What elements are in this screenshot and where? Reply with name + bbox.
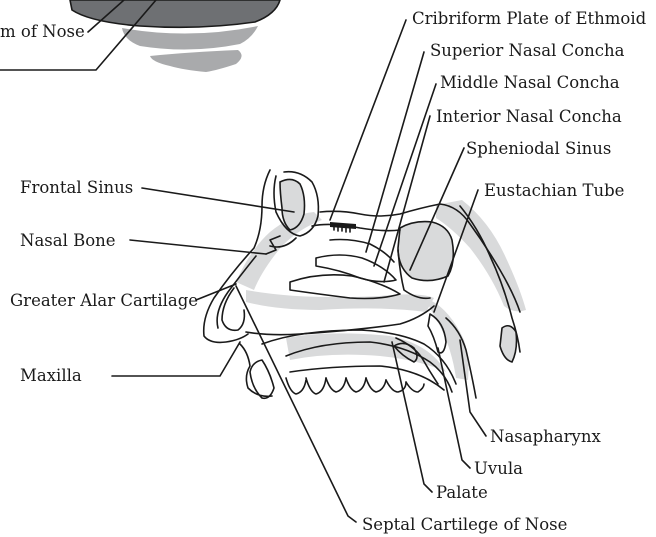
label-septal-cartilage: Septal Cartilege of Nose — [362, 515, 567, 534]
label-maxilla: Maxilla — [20, 366, 82, 385]
inset-dark-shape — [70, 0, 280, 27]
label-palate: Palate — [436, 483, 488, 502]
labels: m of Nose Cribriform Plate of Ethmoid Su… — [0, 9, 647, 534]
label-superior-concha: Superior Nasal Concha — [430, 41, 625, 60]
tongue-top — [290, 366, 444, 390]
label-sphenoidal-sinus: Spheniodal Sinus — [466, 139, 611, 158]
leader-septal — [236, 286, 356, 522]
sphenoidal-sinus — [398, 222, 453, 281]
leader-cribriform — [330, 20, 406, 220]
head-section — [204, 170, 526, 398]
small-cavity — [500, 326, 517, 362]
leader-alar — [196, 284, 236, 300]
label-frontal-sinus: Frontal Sinus — [20, 178, 133, 197]
label-nasopharynx: Nasapharynx — [490, 427, 601, 446]
shade-nasal-floor — [246, 290, 434, 312]
leader-nasal-bone — [130, 240, 266, 254]
label-cribriform-plate: Cribriform Plate of Ethmoid — [412, 9, 647, 28]
inset-mid-shape — [122, 26, 258, 50]
label-top-left-fragment: m of Nose — [0, 22, 85, 41]
label-eustachian-tube: Eustachian Tube — [484, 181, 624, 200]
shade-dorsum — [236, 212, 322, 290]
label-greater-alar-cartilage: Greater Alar Cartilage — [10, 291, 198, 310]
label-interior-concha: Interior Nasal Concha — [436, 107, 622, 126]
alar-cartilage — [222, 288, 244, 330]
leader-maxilla — [112, 342, 240, 376]
label-uvula: Uvula — [474, 459, 523, 478]
label-middle-concha: Middle Nasal Concha — [440, 73, 620, 92]
cribriform-plate — [330, 222, 356, 232]
leader-frontal-sinus — [142, 188, 294, 212]
label-nasal-bone: Nasal Bone — [20, 231, 116, 250]
inset-light-shape — [150, 50, 242, 72]
interior-concha — [290, 275, 400, 299]
